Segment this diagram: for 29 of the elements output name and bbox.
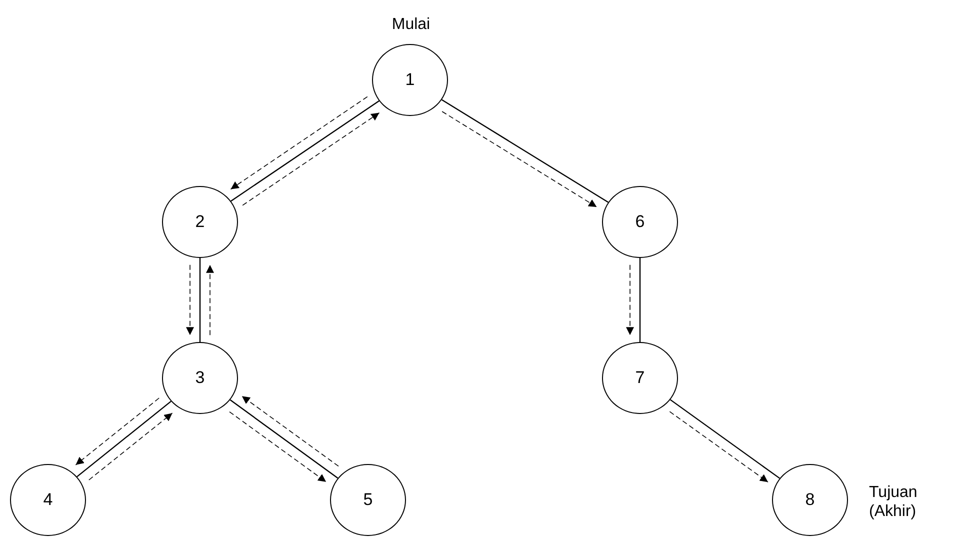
arrow — [242, 112, 380, 206]
node-caption: Mulai — [390, 15, 432, 34]
node-caption: Tujuan (Akhir) — [869, 483, 918, 521]
connector-line — [639, 258, 641, 342]
arrow — [88, 412, 173, 480]
node-label: 7 — [635, 368, 645, 388]
connector-line — [441, 99, 609, 203]
arrow — [242, 396, 339, 467]
arrow — [229, 411, 326, 482]
arrow — [669, 411, 768, 482]
arrow — [626, 264, 634, 336]
connector-line — [230, 100, 380, 202]
node-label: 2 — [195, 212, 205, 232]
arrow — [186, 264, 194, 336]
node-label: 6 — [635, 212, 645, 232]
node-label: 4 — [43, 490, 53, 510]
arrow — [206, 264, 214, 336]
node-label: 5 — [363, 490, 373, 510]
node-circle — [162, 342, 238, 414]
connector-line — [230, 399, 338, 479]
connector-line — [199, 258, 201, 342]
arrow — [75, 398, 160, 466]
connector-line — [76, 400, 172, 478]
node-label: 3 — [195, 368, 205, 388]
node-label: 8 — [805, 490, 815, 510]
connector-line — [670, 399, 780, 479]
arrow — [442, 111, 598, 208]
arrow — [230, 96, 368, 190]
node-label: 1 — [405, 70, 415, 90]
